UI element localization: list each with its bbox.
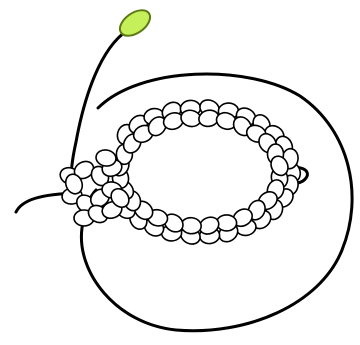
bead-icon xyxy=(217,215,237,231)
